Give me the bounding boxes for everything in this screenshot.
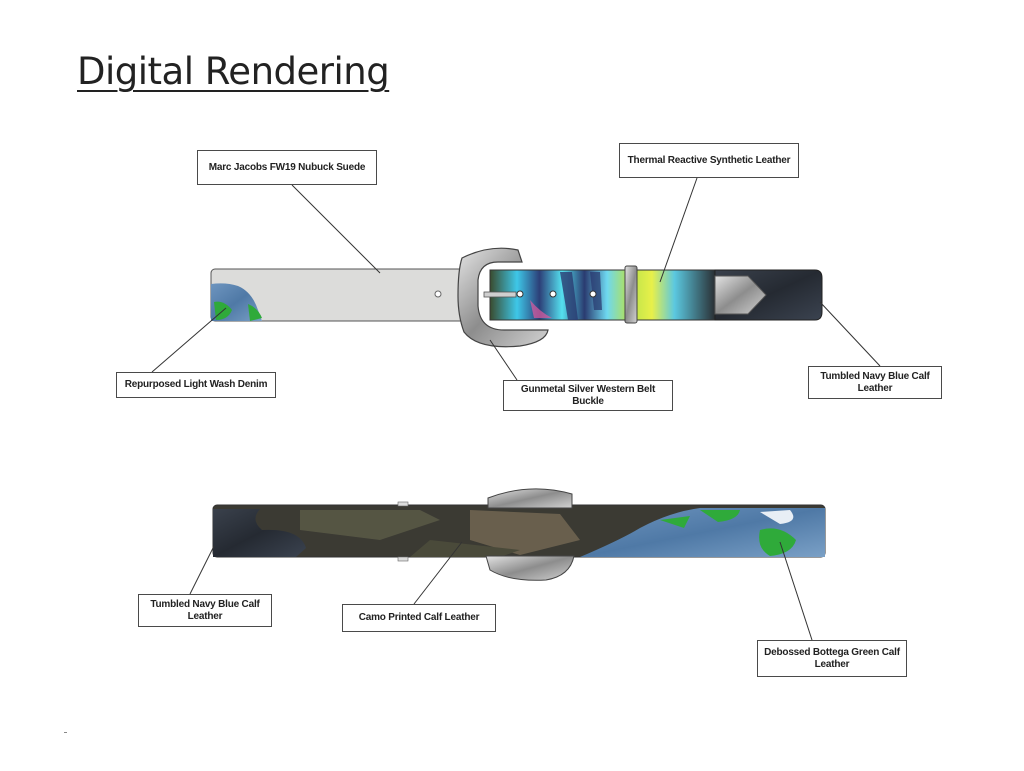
green-patch-right — [759, 528, 796, 556]
label-buckle: Gunmetal Silver Western Belt Buckle — [503, 380, 673, 411]
label-green-text: Debossed Bottega Green Calf Leather — [764, 646, 900, 670]
buckle — [457, 247, 549, 348]
label-camo: Camo Printed Calf Leather — [342, 604, 496, 632]
label-suede-text: Marc Jacobs FW19 Nubuck Suede — [208, 161, 366, 173]
thermal-strap — [489, 269, 716, 321]
label-denim: Repurposed Light Wash Denim — [116, 372, 276, 398]
label-camo-text: Camo Printed Calf Leather — [358, 612, 480, 623]
stray-mark — [64, 732, 67, 733]
label-suede: Marc Jacobs FW19 Nubuck Suede — [197, 150, 377, 185]
belt-loop — [624, 265, 638, 324]
belt-hole — [434, 290, 442, 298]
silver-tip — [714, 275, 767, 315]
belt-2 — [212, 488, 826, 581]
label-navy-2: Tumbled Navy Blue Calf Leather — [138, 594, 272, 627]
label-denim-text: Repurposed Light Wash Denim — [124, 379, 268, 390]
navy-patch — [213, 509, 306, 557]
label-navy-1: Tumbled Navy Blue Calf Leather — [808, 366, 942, 399]
belt-1 — [210, 247, 823, 348]
label-navy-1-text: Tumbled Navy Blue Calf Leather — [820, 370, 930, 394]
label-buckle-text: Gunmetal Silver Western Belt Buckle — [520, 383, 656, 407]
leader-lines-1 — [151, 177, 881, 381]
label-thermal-text: Thermal Reactive Synthetic Leather — [627, 154, 791, 166]
buckle-back — [487, 488, 573, 509]
label-green: Debossed Bottega Green Calf Leather — [757, 640, 907, 677]
page-title: Digital Rendering — [77, 50, 390, 93]
leader-lines-2 — [189, 541, 813, 641]
label-navy-2-text: Tumbled Navy Blue Calf Leather — [150, 598, 260, 622]
label-thermal: Thermal Reactive Synthetic Leather — [619, 143, 799, 178]
